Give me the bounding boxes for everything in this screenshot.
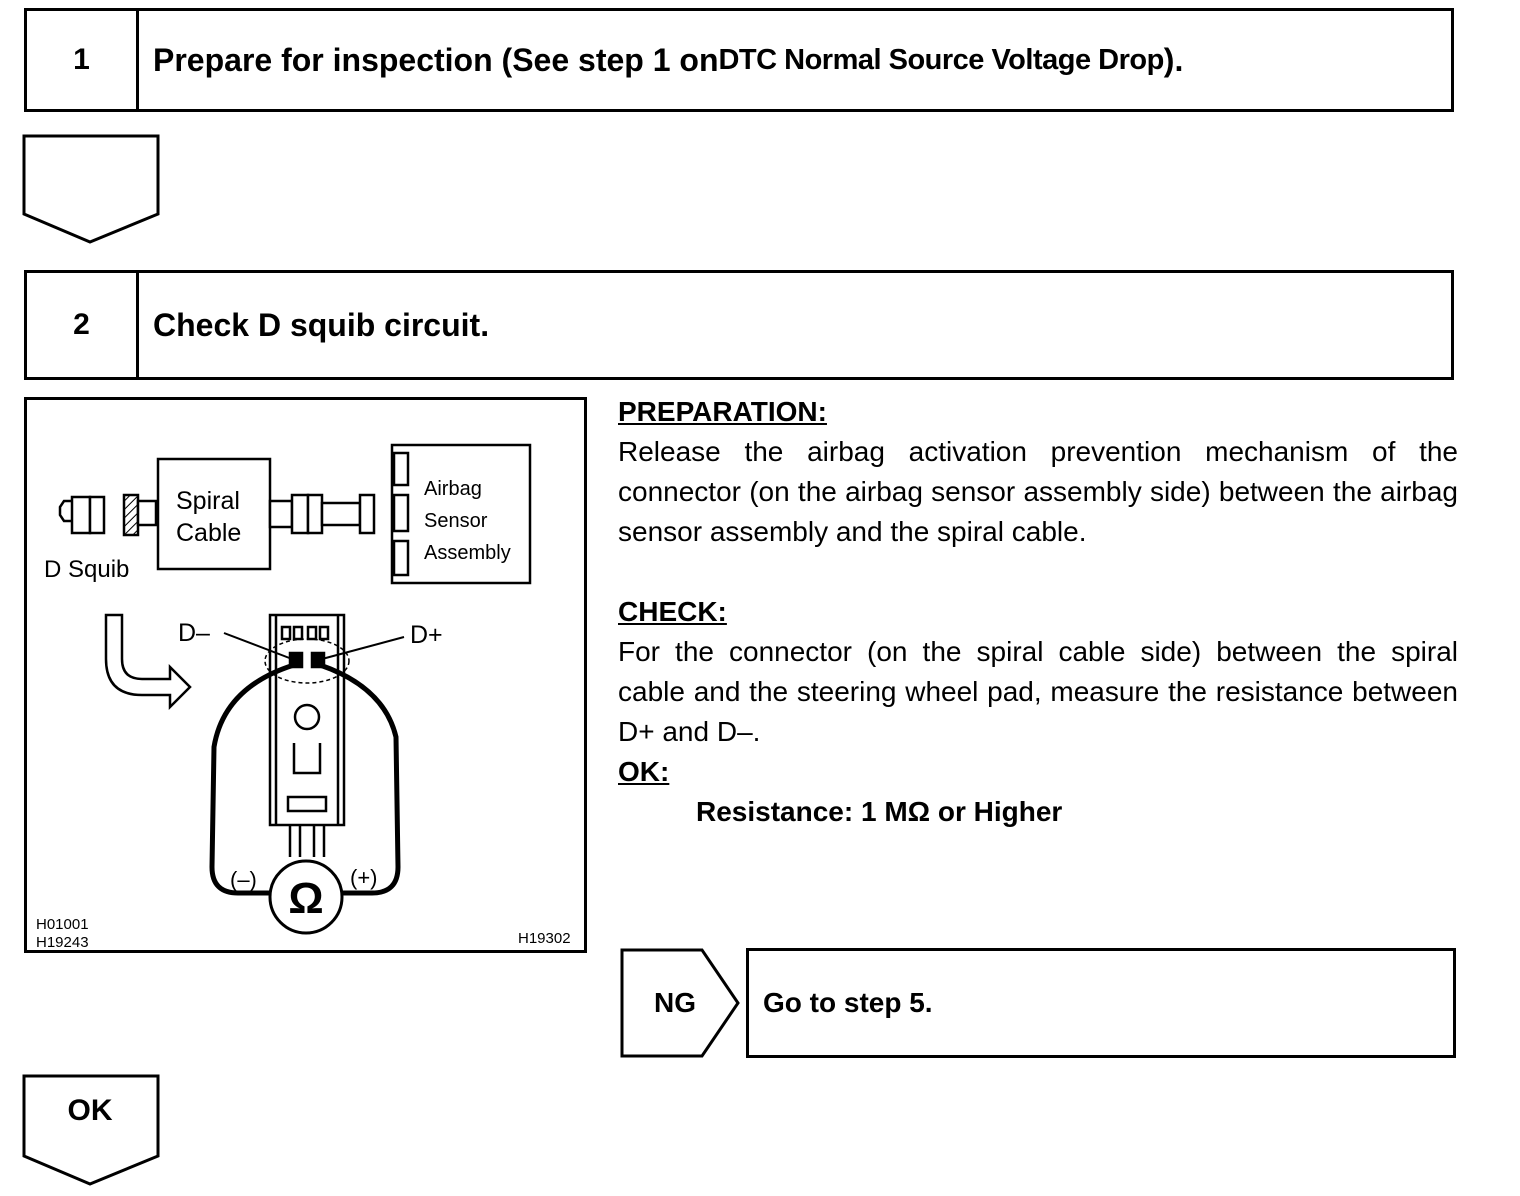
figure-code-left-1: H01001 [36,916,89,933]
d-squib-connector-icon [58,493,158,537]
ok-header: OK: [618,756,670,787]
check-text: For the connector (on the spiral cable s… [618,636,1458,747]
airbag-sensor-label-line2: Sensor [424,510,488,532]
step-1-box: 1 Prepare for inspection (See step 1 on … [24,8,1454,112]
spiral-cable-connector-icon [264,613,350,857]
ohm-symbol: Ω [288,874,323,923]
flow-arrow-1 [22,134,162,246]
ok-flow-arrow: OK [22,1074,162,1190]
spiral-cable-box [156,457,272,571]
ohmmeter-icon [268,859,344,935]
spiral-cable-label-line1: Spiral [176,487,240,515]
negative-test-lead [209,662,295,896]
circuit-diagram-figure: D Squib Spiral Cable Airbag Sensor Assem… [24,397,587,953]
airbag-sensor-pins-icon [392,451,410,577]
step-2-title: Check D squib circuit. [153,306,490,343]
check-header: CHECK: [618,596,727,627]
d-plus-leader [321,636,405,660]
meter-negative-label: (–) [230,867,257,892]
step-1-title-prefix: Prepare for inspection (See step 1 on [153,41,719,78]
meter-positive-label: (+) [350,865,378,890]
airbag-sensor-label-line1: Airbag [424,478,482,500]
d-minus-leader [223,632,293,660]
direction-arrow-icon [104,613,192,711]
ng-branch: NG Go to step 5. [620,948,1460,1058]
ng-arrow-icon [620,948,740,1058]
positive-test-lead [319,662,401,896]
airbag-sensor-assembly-box [390,443,532,585]
instructions-panel: PREPARATION: Release the airbag activati… [618,392,1458,832]
ok-spec: Resistance: 1 MΩ or Higher [696,796,1063,827]
d-squib-label: D Squib [44,556,129,583]
step-1-number: 1 [27,11,139,109]
preparation-text: Release the airbag activation prevention… [618,436,1458,547]
ok-label: OK [67,1094,113,1127]
step-1-reference-link[interactable]: DTC Normal Source Voltage Drop [718,43,1164,76]
step-2-box: 2 Check D squib circuit. [24,270,1454,380]
d-plus-label: D+ [410,621,443,649]
figure-code-right: H19302 [518,930,571,947]
ng-target-box[interactable]: Go to step 5. [746,948,1456,1058]
airbag-sensor-label-line3: Assembly [424,542,511,564]
preparation-header: PREPARATION: [618,396,827,427]
step-2-number: 2 [27,273,139,377]
step-1-title-suffix: ). [1163,41,1184,78]
d-minus-label: D– [178,619,210,647]
ng-label: NG [654,987,696,1018]
spiral-cable-label-line2: Cable [176,519,241,547]
figure-code-left-2: H19243 [36,934,89,951]
airbag-sensor-connector-icon [268,493,376,535]
step-1-title: Prepare for inspection (See step 1 on DT… [153,11,1183,109]
